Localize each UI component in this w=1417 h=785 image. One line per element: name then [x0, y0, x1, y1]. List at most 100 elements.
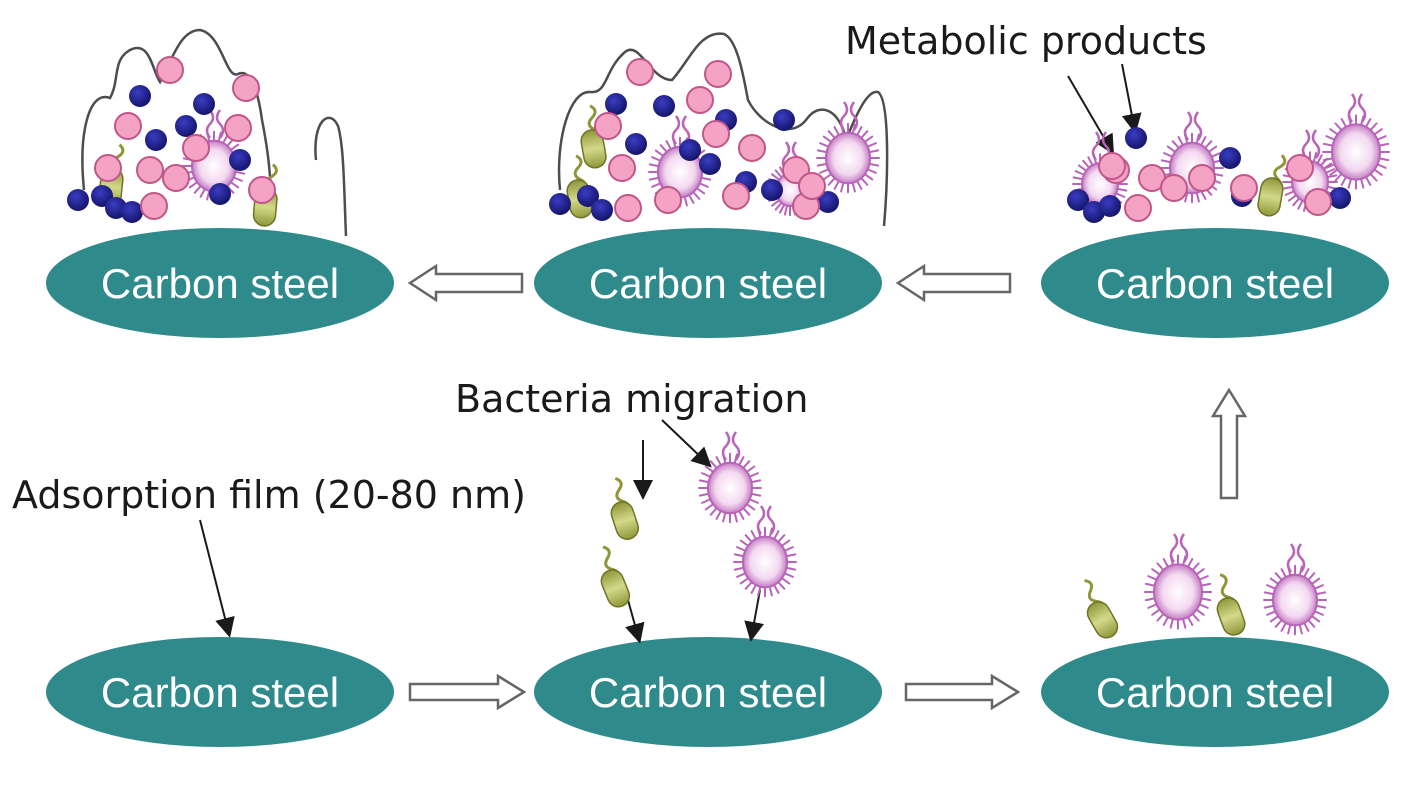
flow-arrow-bottom-right-to-top-right — [1210, 387, 1248, 500]
rod-bacterium-icon — [610, 477, 640, 540]
rod-bacterium-icon — [1257, 154, 1287, 217]
metabolic-products-label: Metabolic products — [845, 19, 1207, 63]
navy-particle — [1099, 195, 1121, 217]
navy-particle — [773, 109, 795, 131]
rod-bacterium-icon — [600, 545, 631, 608]
navy-particle — [129, 85, 151, 107]
plate-label: Carbon steel — [1096, 260, 1334, 307]
plate-label: Carbon steel — [589, 669, 827, 716]
pointer-rod-to-plate — [625, 599, 645, 644]
pink-particle — [614, 194, 642, 222]
pink-particle — [626, 58, 654, 86]
biofilm-outline-layer — [81, 28, 889, 237]
plate-label: Carbon steel — [589, 260, 827, 307]
navy-particle — [817, 191, 839, 213]
navy-particle — [67, 189, 89, 211]
pointer-migration-spiky — [661, 419, 712, 468]
pink-particle — [114, 112, 142, 140]
pink-particle — [798, 172, 826, 200]
navy-particle — [193, 93, 215, 115]
pink-particle — [1124, 194, 1152, 222]
navy-particle — [209, 183, 231, 205]
biofilm-outline — [557, 32, 889, 227]
pointer-spiky-to-plate — [744, 589, 764, 642]
pink-particle — [162, 164, 190, 192]
pink-particle — [1098, 152, 1126, 180]
navy-particle — [679, 139, 701, 161]
spiky-bacterium-icon — [1263, 543, 1327, 636]
pink-particle — [182, 134, 210, 162]
biofilm-outline — [81, 28, 272, 215]
pink-particle — [686, 86, 714, 114]
pink-particle — [608, 154, 636, 182]
bacteria-migration-label: Bacteria migration — [455, 377, 808, 421]
rod-bacterium-icon — [1216, 573, 1246, 636]
plate-shape — [534, 228, 882, 338]
plate-bottom-middle: Carbon steel — [534, 637, 882, 747]
plate-shape — [1041, 637, 1389, 747]
flow-arrow-top-middle-to-left — [407, 263, 524, 303]
plate-bottom-right: Carbon steel — [1041, 637, 1389, 747]
plate-top-middle: Carbon steel — [534, 228, 882, 338]
pointer-metabolic-navy — [1121, 63, 1142, 134]
pointer-adsorption-film — [199, 519, 235, 638]
plate-bottom-left: Carbon steel — [46, 637, 394, 747]
pink-particle — [594, 112, 622, 140]
navy-particle — [1067, 189, 1089, 211]
navy-particle — [121, 201, 143, 223]
navy-particle — [1125, 127, 1147, 149]
detached-film-strand — [314, 116, 348, 237]
navy-particle — [229, 149, 251, 171]
pink-particle — [156, 56, 184, 84]
navy-particle — [175, 115, 197, 137]
navy-particle — [1329, 187, 1351, 209]
pink-particle — [704, 60, 732, 88]
navy-particle — [761, 179, 783, 201]
pink-particle — [232, 74, 260, 102]
plate-top-left: Carbon steel — [46, 228, 394, 338]
spiky-bacterium-icon — [1144, 533, 1212, 630]
flow-arrow-top-right-to-middle — [895, 263, 1012, 303]
plate-label: Carbon steel — [1096, 669, 1334, 716]
pink-particle — [1286, 154, 1314, 182]
pink-particle — [248, 176, 276, 204]
flow-arrow-bottom-left-to-middle — [408, 673, 527, 711]
flow-arrow-bottom-middle-to-right — [904, 673, 1021, 711]
pink-particle — [136, 156, 164, 184]
plate-shape — [1041, 228, 1389, 338]
annotation-pointers — [199, 63, 1142, 644]
pink-particle — [1188, 164, 1216, 192]
pink-particle — [224, 114, 252, 142]
pink-particle — [738, 134, 766, 162]
plate-top-right: Carbon steel — [1041, 228, 1389, 338]
pink-particle — [1230, 174, 1258, 202]
pink-particle — [722, 182, 750, 210]
plate-shape — [46, 637, 394, 747]
rod-bacterium-icon — [580, 104, 607, 169]
spiky-bacterium-icon — [733, 505, 797, 598]
plate-label: Carbon steel — [101, 260, 339, 307]
particle-layer — [67, 56, 1351, 223]
navy-particle — [145, 129, 167, 151]
navy-particle — [699, 153, 721, 175]
navy-particle — [577, 185, 599, 207]
pink-particle — [94, 154, 122, 182]
navy-particle — [1219, 147, 1241, 169]
navy-particle — [591, 199, 613, 221]
pink-particle — [1160, 174, 1188, 202]
pink-particle — [654, 186, 682, 214]
navy-particle — [549, 193, 571, 215]
spiky-bacterium-icon — [1322, 93, 1390, 190]
plate-label: Carbon steel — [101, 669, 339, 716]
navy-particle — [653, 95, 675, 117]
pink-particle — [1304, 188, 1332, 216]
pink-particle — [702, 120, 730, 148]
plate-shape — [534, 637, 882, 747]
rod-bacterium-icon — [1084, 579, 1119, 639]
spiky-bacterium-icon — [698, 431, 762, 524]
adsorption-film-label: Adsorption film (20-80 nm) — [12, 473, 526, 517]
navy-particle — [605, 93, 627, 115]
pink-particle — [140, 192, 168, 220]
navy-particle — [625, 133, 647, 155]
